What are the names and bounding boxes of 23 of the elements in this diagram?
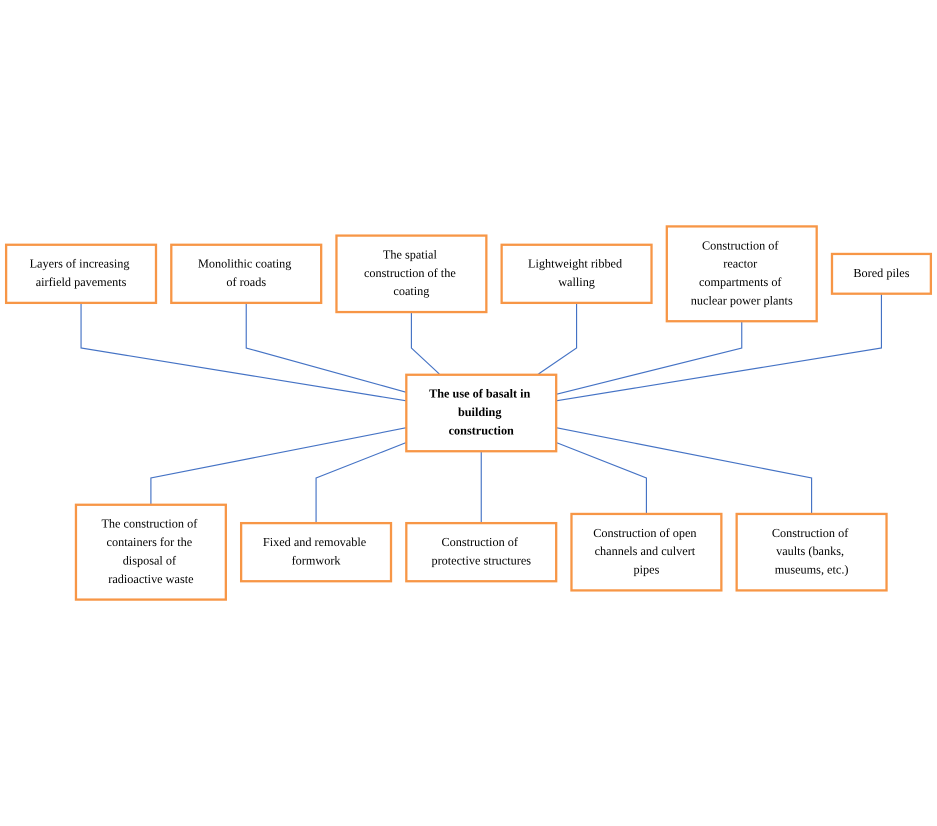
connector <box>150 427 406 505</box>
connector <box>556 442 647 514</box>
node-box: The construction of containers for the disposal of radioactive waste <box>74 504 227 601</box>
node-box: Monolithic coating of roads <box>170 244 322 304</box>
connector <box>80 302 406 402</box>
node-box: Construction of open channels and culvert pipes <box>570 512 722 592</box>
connector <box>246 302 406 393</box>
connector <box>480 451 482 524</box>
node-box: Bored piles <box>830 252 932 295</box>
node-box: Construction of reactor compartments of nuclear power plants <box>666 225 818 322</box>
node-box: Construction of vaults (banks, museums, etc.) <box>736 512 888 592</box>
node-box: Layers of increasing airfield pavements <box>4 244 158 304</box>
node-box: The spatial construction of the coating <box>335 234 488 314</box>
connector <box>556 294 882 402</box>
node-box: Lightweight ribbed walling <box>500 244 653 304</box>
connector <box>316 442 407 524</box>
connector <box>410 312 441 376</box>
connector <box>556 321 742 395</box>
node-box: The use of basalt in building construction <box>405 374 558 452</box>
node-box: Fixed and removable formwork <box>240 522 392 582</box>
connector <box>556 427 812 514</box>
node-box: Construction of protective structures <box>405 522 558 582</box>
connector <box>537 302 578 376</box>
